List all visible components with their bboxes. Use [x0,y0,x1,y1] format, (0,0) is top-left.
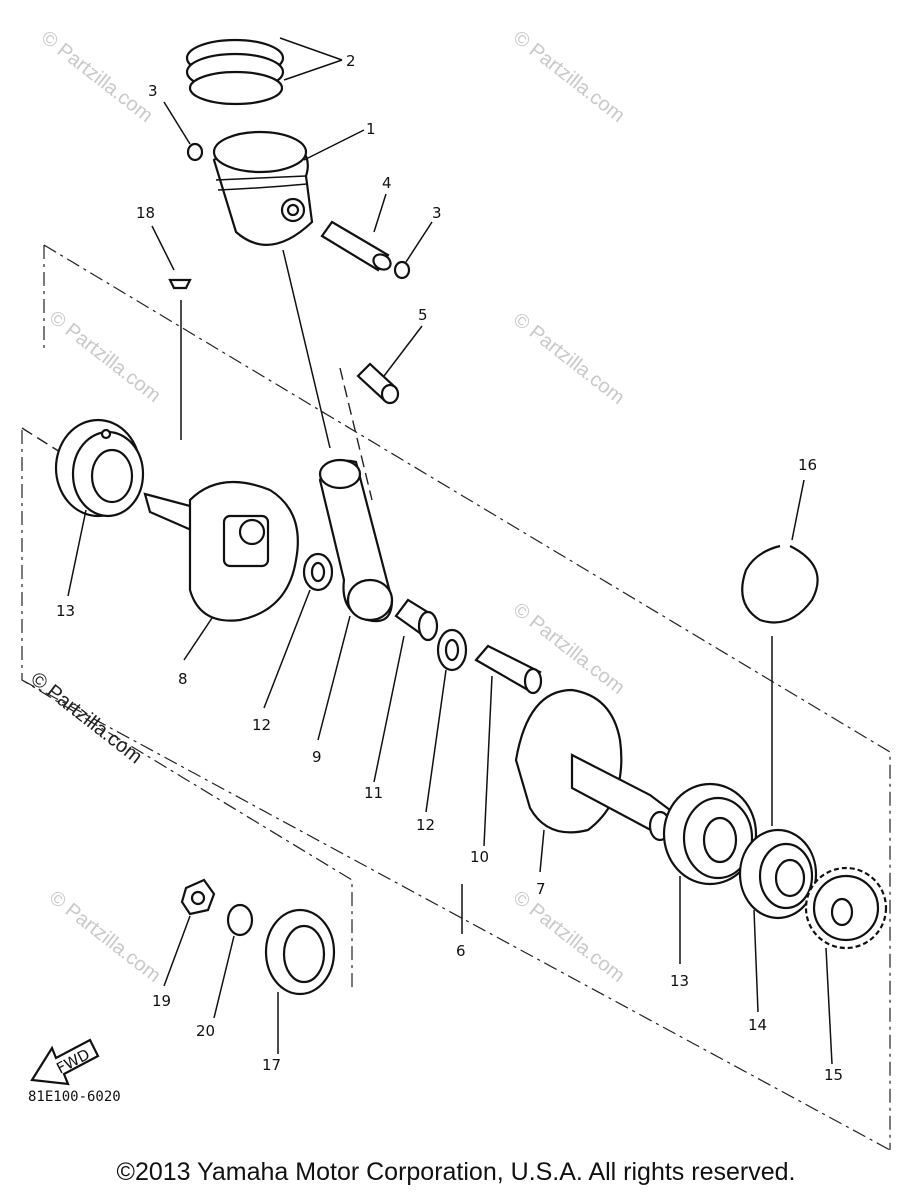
oil-seal-left [264,908,336,996]
watermark: © Partzilla.com [45,307,165,407]
subassembly-boundary-outline [21,367,373,501]
copyright-notice: ©2013 Yamaha Motor Corporation, U.S.A. A… [116,1158,796,1186]
crank-bearing-right [662,782,758,886]
callout-label: 9 [312,748,322,766]
primary-drive-gear [804,866,888,950]
diagram-code: 81E100-6020 [28,1089,121,1105]
callout-label: 11 [364,784,383,802]
piston [212,130,314,246]
piston-pin [320,220,392,272]
rod-leader [282,249,331,449]
piston-pin-clip-right [393,260,411,280]
watermark: © Partzilla.com [37,27,157,127]
callout-label: 12 [252,716,271,734]
callout-leaders [67,37,833,1065]
circlip [741,544,819,624]
callout-label: 12 [416,816,435,834]
callout-label: 2 [346,52,356,70]
callout-label: 5 [418,306,428,324]
watermark: © Partzilla.com [509,887,629,987]
crank-pin [474,644,543,695]
callout-label: 3 [148,82,158,100]
callout-label: 13 [670,972,689,990]
callout-label: 1 [366,120,376,138]
watermark: © Partzilla.com [45,887,165,987]
watermark: © Partzilla.com [509,27,629,127]
needle-bearing-big-end [394,598,439,642]
crank-half-right [514,688,672,842]
crank-half-left [143,480,299,622]
callout-label: 13 [56,602,75,620]
woodruff-key [168,278,192,290]
watermark: © Partzilla.com [509,309,629,409]
piston-rings [185,38,285,106]
callout-label: 16 [798,456,817,474]
needle-bearing-small-end [356,362,400,405]
crank-nut [180,878,216,916]
callout-label: 3 [432,204,442,222]
callout-label: 6 [456,942,466,960]
callout-label: 20 [196,1022,215,1040]
callout-label: 10 [470,848,489,866]
piston-pin-clip-left [186,142,204,162]
callout-label: 7 [536,880,546,898]
connecting-rod [318,458,394,623]
lock-washer [226,903,254,937]
callout-label: 18 [136,204,155,222]
thrust-washer-left-hole [310,561,326,583]
callout-label: 8 [178,670,188,688]
callout-label: 4 [382,174,392,192]
crank-bearing-left [54,418,145,518]
callout-label: 17 [262,1056,281,1074]
oil-seal-right [738,828,818,920]
fwd-arrow-icon: FWD [30,1038,100,1086]
callout-label: 14 [748,1016,767,1034]
callout-label: 15 [824,1066,843,1084]
callout-label: 19 [152,992,171,1010]
callout-labels: 1 2 3 3 4 5 6 7 8 9 10 11 12 12 13 13 14… [56,52,843,1084]
thrust-washer-right-hole [444,638,460,662]
